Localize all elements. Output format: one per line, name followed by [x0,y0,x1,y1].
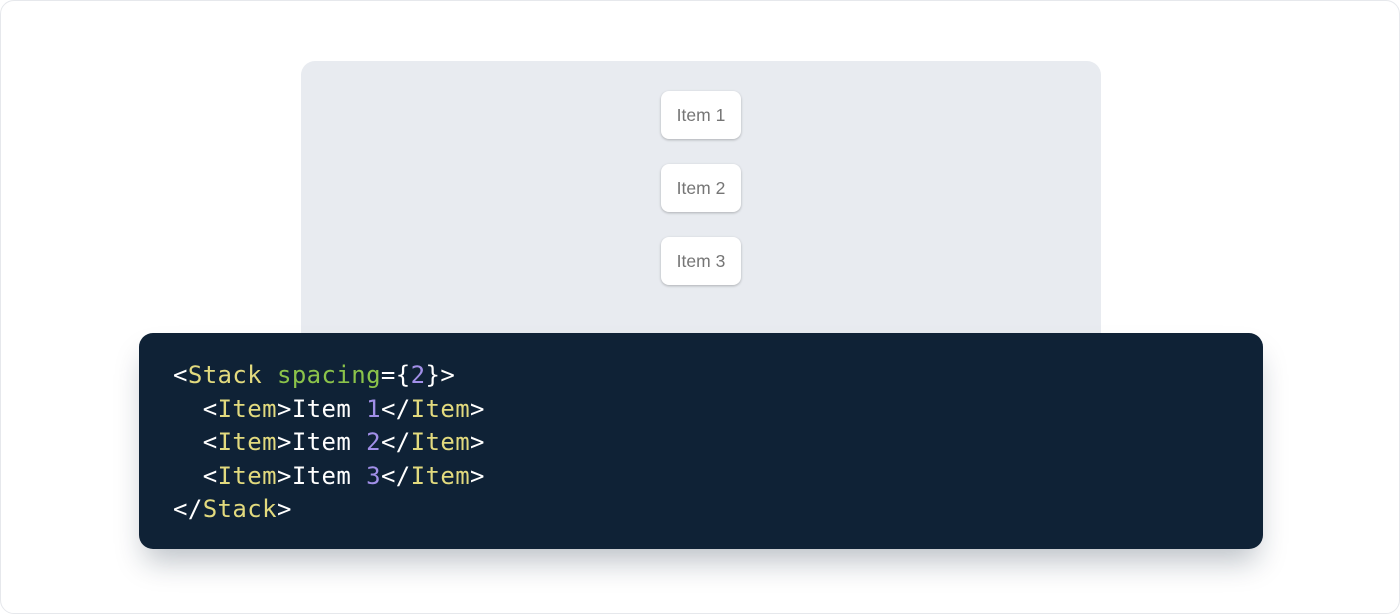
code-line: <Item>Item 1</Item> [173,393,1229,427]
code-token-punct: </ [380,428,411,456]
code-token-tag: Stack [187,361,263,389]
code-token-plain: Item [291,428,367,456]
code-content: <Stack spacing={2}> <Item>Item 1</Item> … [173,359,1229,527]
code-token-punct: < [173,361,188,389]
code-token-tag: Stack [202,495,277,523]
code-token-punct: > [470,461,485,490]
code-token-punct: < [202,461,218,490]
code-token-punct: > [276,428,292,456]
code-token-tag: Item [217,394,277,423]
code-token-number: 2 [366,428,381,456]
code-token-punct: > [470,428,485,456]
item-card: Item 3 [660,237,742,285]
code-token-tag: Item [217,428,277,456]
code-token-number: 1 [366,394,381,423]
code-token-punct: > [276,394,292,423]
code-token-punct: = [380,361,396,389]
code-line: <Item>Item 2</Item> [173,426,1229,460]
code-token-attr: spacing [276,361,381,389]
code-token-tag: Item [217,461,277,490]
code-token-punct: < [202,394,218,423]
code-token-plain [173,462,203,490]
code-token-punct: } [425,361,441,389]
stack-demo: Item 1 Item 2 Item 3 [301,61,1101,285]
item-card: Item 1 [660,91,742,139]
code-token-punct: </ [380,461,411,490]
demo-panel: Item 1 Item 2 Item 3 [301,61,1101,353]
code-token-plain [173,428,203,456]
code-line: <Item>Item 3</Item> [173,460,1229,494]
code-token-punct: > [440,361,456,389]
code-token-number: 3 [366,461,381,490]
code-block: <Stack spacing={2}> <Item>Item 1</Item> … [139,333,1263,549]
code-token-punct: > [470,394,485,423]
code-token-tag: Item [410,461,471,490]
code-line: </Stack> [173,493,1229,527]
code-token-tag: Item [410,394,471,423]
code-token-punct: { [395,361,411,389]
code-token-punct: > [276,461,292,490]
code-token-punct: </ [380,394,411,423]
code-token-punct: < [202,428,218,456]
code-token-tag: Item [410,428,471,456]
code-token-plain [173,395,203,423]
code-token-number: 2 [410,361,426,389]
item-card: Item 2 [660,164,742,212]
code-token-punct: </ [173,495,203,523]
code-line: <Stack spacing={2}> [173,359,1229,393]
code-token-plain: Item [291,394,367,423]
code-token-punct: > [276,495,292,523]
code-token-plain: Item [291,461,367,490]
code-token-plain [262,361,277,389]
